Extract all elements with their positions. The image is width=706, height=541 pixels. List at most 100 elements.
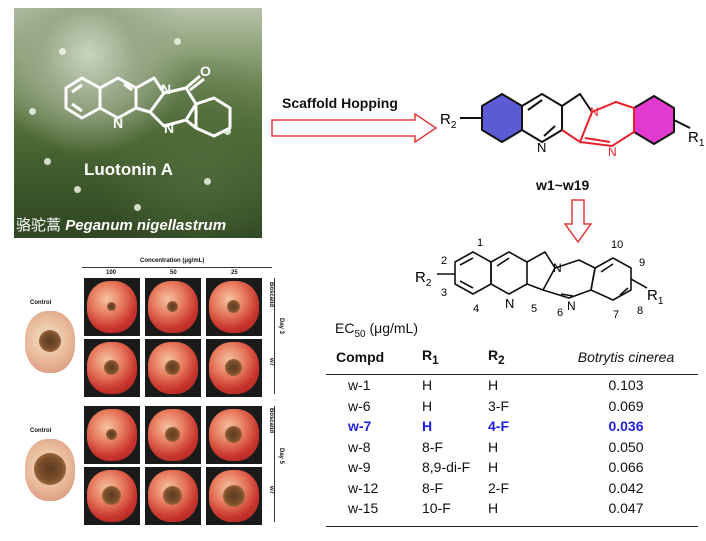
cell-r1: H xyxy=(422,377,433,394)
apple-d3-w7-50 xyxy=(145,339,201,397)
numbered-scaffold-structure: R2 R1 N N N 1 2 3 4 5 6 7 8 9 10 xyxy=(415,237,664,321)
cell-r2: 2-F xyxy=(488,479,509,496)
cell-r2: H xyxy=(488,459,499,476)
control-apple-day3 xyxy=(22,308,78,376)
ec50-title: EC50 (μg/mL) xyxy=(335,320,418,340)
concentration-label: Concentration (μg/mL) xyxy=(140,258,205,264)
svg-text:N: N xyxy=(537,140,546,155)
header-r2: R2 xyxy=(488,347,505,367)
apple-d3-w7-100 xyxy=(84,339,140,397)
svg-text:N: N xyxy=(590,105,599,119)
svg-text:R1: R1 xyxy=(647,287,664,307)
conc-50: 50 xyxy=(170,270,177,276)
cell-ec50: 0.066 xyxy=(608,459,644,476)
plant-caption: 骆驼蒿 Peganum nigellastrum xyxy=(16,214,226,235)
apple-assay-panel: Concentration (μg/mL) 100 50 25 Control … xyxy=(22,258,284,526)
svg-text:9: 9 xyxy=(639,257,645,269)
table-row: w-9 8,9-di-F H 0.066 xyxy=(326,457,698,478)
r2-label: R2 xyxy=(440,111,457,131)
cell-ec50: 0.042 xyxy=(608,479,644,496)
cell-compd: w-15 xyxy=(348,500,379,517)
svg-text:N: N xyxy=(505,296,514,311)
apple-d3-boscalid-100 xyxy=(84,278,140,336)
cell-compd: w-7 xyxy=(348,418,372,435)
table-row: w-15 10-F H 0.047 xyxy=(326,498,698,519)
table-row: w-8 8-F H 0.050 xyxy=(326,437,698,458)
cell-r2: 4-F xyxy=(488,418,509,435)
cell-ec50: 0.103 xyxy=(608,377,644,394)
table-row: w-6 H 3-F 0.069 xyxy=(326,396,698,417)
svg-text:N: N xyxy=(608,145,617,159)
plant-latin-name: Peganum nigellastrum xyxy=(65,217,227,234)
svg-text:N: N xyxy=(161,81,171,97)
cell-r2: H xyxy=(488,377,499,394)
svg-text:N: N xyxy=(553,261,562,275)
r1-label: R1 xyxy=(688,129,705,149)
svg-text:6: 6 xyxy=(557,307,563,319)
apple-d5-boscalid-100 xyxy=(84,406,140,464)
svg-text:8: 8 xyxy=(637,305,643,317)
svg-text:7: 7 xyxy=(613,309,619,321)
cell-r1: 8-F xyxy=(422,479,443,496)
cell-ec50: 0.036 xyxy=(608,418,644,435)
svg-text:R2: R2 xyxy=(415,269,432,289)
control-label-day5: Control xyxy=(30,428,52,434)
conc-100: 100 xyxy=(106,270,117,276)
svg-text:2: 2 xyxy=(441,255,447,267)
cell-compd: w-8 xyxy=(348,438,371,455)
cell-ec50: 0.069 xyxy=(608,397,644,414)
day5-label: Day 5 xyxy=(278,448,284,465)
n-atom: N xyxy=(113,115,123,131)
apple-d5-w7-50 xyxy=(145,467,201,525)
cell-compd: w-1 xyxy=(348,377,371,394)
cell-r1: 8-F xyxy=(422,438,443,455)
apple-d5-w7-100 xyxy=(84,467,140,525)
cell-compd: w-6 xyxy=(348,397,371,414)
cell-r1: 8,9-di-F xyxy=(422,459,471,476)
plant-photo xyxy=(14,8,262,238)
cell-compd: w-9 xyxy=(348,459,371,476)
apple-d5-boscalid-50 xyxy=(145,406,201,464)
table-bottom-rule xyxy=(326,526,698,527)
control-label-day3: Control xyxy=(30,300,52,306)
conc-25: 25 xyxy=(231,270,238,276)
apple-d5-w7-25 xyxy=(206,467,262,525)
table-header-row: Compd R1 R2 Botrytis cinerea xyxy=(326,346,698,375)
svg-text:N: N xyxy=(567,299,576,313)
cell-ec50: 0.047 xyxy=(608,500,644,517)
apple-d3-w7-25 xyxy=(206,339,262,397)
luotonin-structure: N N N O xyxy=(64,63,232,138)
svg-text:1: 1 xyxy=(477,237,483,249)
header-compd: Compd xyxy=(336,349,385,365)
cell-r1: H xyxy=(422,397,433,414)
scaffold-hopping-label: Scaffold Hopping xyxy=(282,95,398,111)
hopped-scaffold-structure: R2 R1 N N N xyxy=(440,93,705,159)
control-apple-day5 xyxy=(22,436,78,504)
cell-r1: 10-F xyxy=(422,500,451,517)
apple-d3-boscalid-50 xyxy=(145,278,201,336)
cell-ec50: 0.050 xyxy=(608,438,644,455)
svg-text:O: O xyxy=(200,63,211,79)
right-arrow-icon xyxy=(271,112,438,144)
svg-text:3: 3 xyxy=(441,287,447,299)
svg-text:5: 5 xyxy=(531,303,537,315)
cell-r2: H xyxy=(488,438,499,455)
cell-r2: 3-F xyxy=(488,397,509,414)
table-row: w-1 H H 0.103 xyxy=(326,375,698,396)
table-row: w-12 8-F 2-F 0.042 xyxy=(326,478,698,499)
down-arrow-icon xyxy=(563,199,593,244)
cell-r2: H xyxy=(488,500,499,517)
apple-d3-boscalid-25 xyxy=(206,278,262,336)
svg-text:4: 4 xyxy=(473,303,479,315)
luotonin-name: Luotonin A xyxy=(84,160,174,179)
svg-text:N: N xyxy=(164,120,174,136)
day3-label: Day 3 xyxy=(278,318,284,335)
cell-compd: w-12 xyxy=(348,479,379,496)
plant-cn-name: 骆驼蒿 xyxy=(16,217,62,234)
svg-text:10: 10 xyxy=(611,239,623,251)
header-r1: R1 xyxy=(422,347,439,367)
apple-d5-boscalid-25 xyxy=(206,406,262,464)
cell-r1: H xyxy=(422,418,433,435)
series-label: w1~w19 xyxy=(536,177,590,193)
